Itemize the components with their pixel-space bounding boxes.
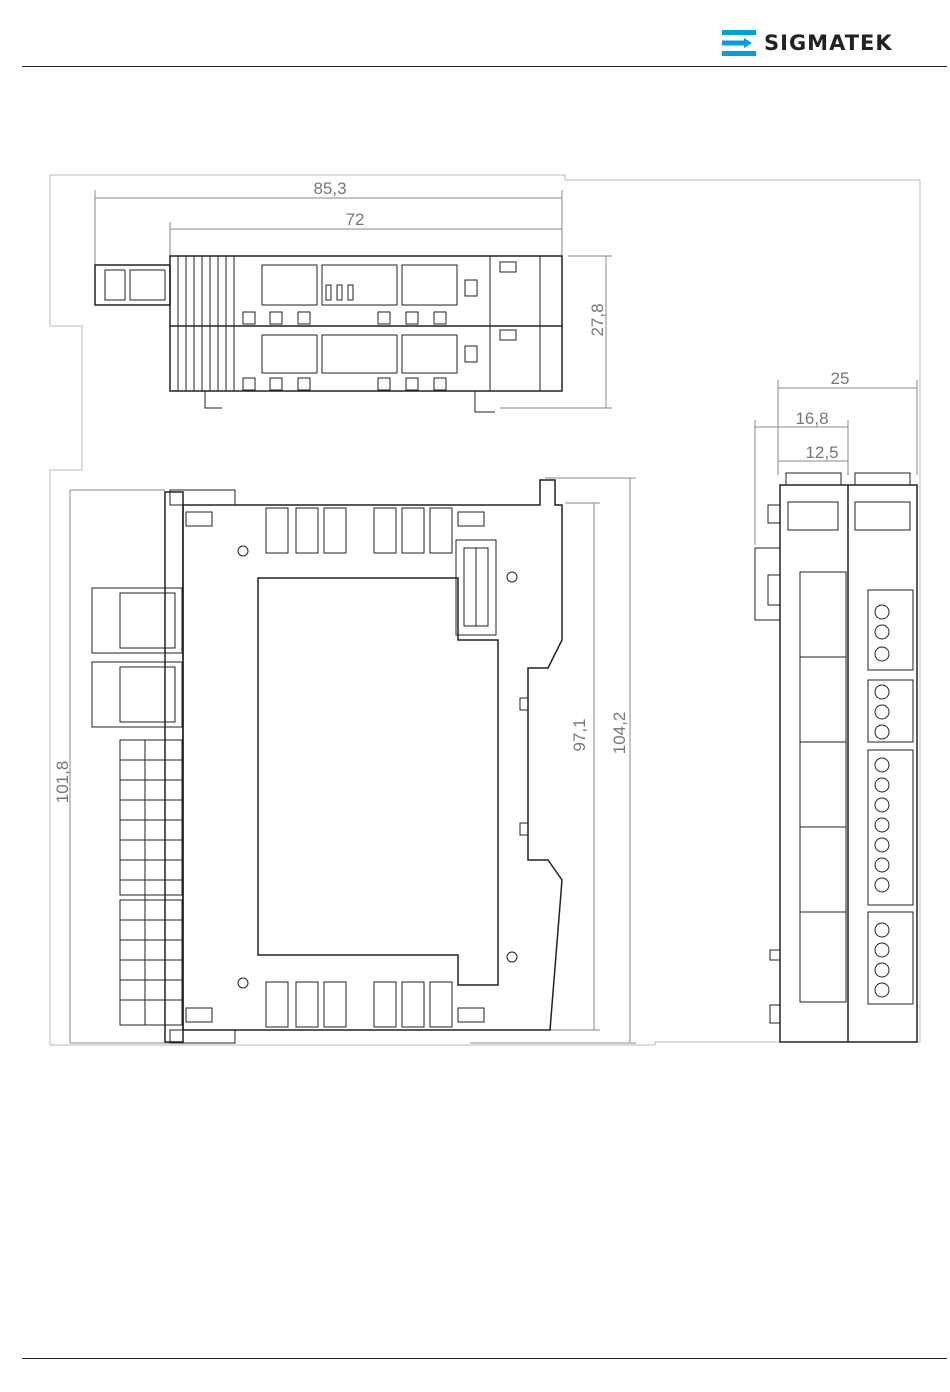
dim-top-width-body: 72: [346, 210, 365, 229]
dimension-labels: 85,3 72 27,8 25 16,8 12,5 101,8 97,1 104…: [53, 179, 849, 803]
dim-side-width: 25: [831, 369, 850, 388]
dim-side-inner-2: 12,5: [805, 443, 838, 462]
front-view: [70, 478, 636, 1043]
side-view: [755, 380, 917, 1042]
dim-front-height-overall: 104,2: [610, 712, 629, 755]
dim-front-height-inner: 97,1: [570, 718, 589, 751]
dim-side-inner-1: 16,8: [795, 409, 828, 428]
dim-front-height-left: 101,8: [53, 761, 72, 804]
dim-top-width-overall: 85,3: [313, 179, 346, 198]
dim-top-height: 27,8: [588, 303, 607, 336]
drawing-frame: [50, 175, 920, 1045]
